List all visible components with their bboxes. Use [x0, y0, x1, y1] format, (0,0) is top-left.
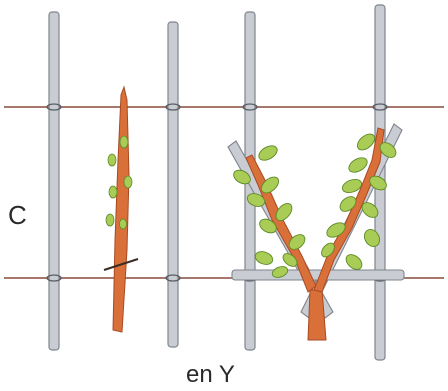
young-whip [104, 87, 138, 332]
side-letter-label: C [8, 200, 27, 231]
caption-label: en Y [186, 361, 235, 389]
post-1 [49, 12, 59, 350]
post-2 [168, 22, 178, 347]
trellis-posts [49, 5, 385, 360]
y-tree [231, 128, 399, 340]
